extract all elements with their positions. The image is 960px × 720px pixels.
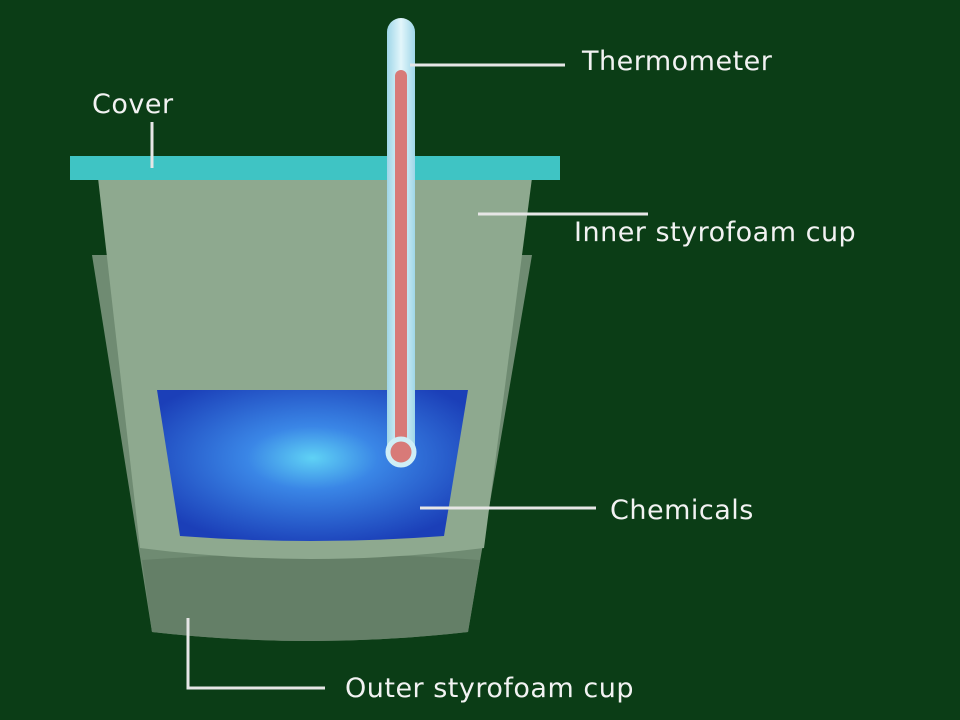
cover-label: Cover bbox=[92, 89, 174, 120]
outer-cup-leader bbox=[186, 618, 325, 690]
inner-cup-label: Inner styrofoam cup bbox=[574, 217, 857, 248]
cover-lid bbox=[70, 156, 560, 180]
thermometer-label: Thermometer bbox=[582, 46, 773, 77]
chemicals-label: Chemicals bbox=[610, 495, 754, 526]
thermometer bbox=[385, 18, 417, 468]
outer-cup-base bbox=[142, 554, 480, 641]
chemicals-liquid bbox=[157, 390, 468, 541]
outer-cup-label: Outer styrofoam cup bbox=[345, 673, 634, 704]
